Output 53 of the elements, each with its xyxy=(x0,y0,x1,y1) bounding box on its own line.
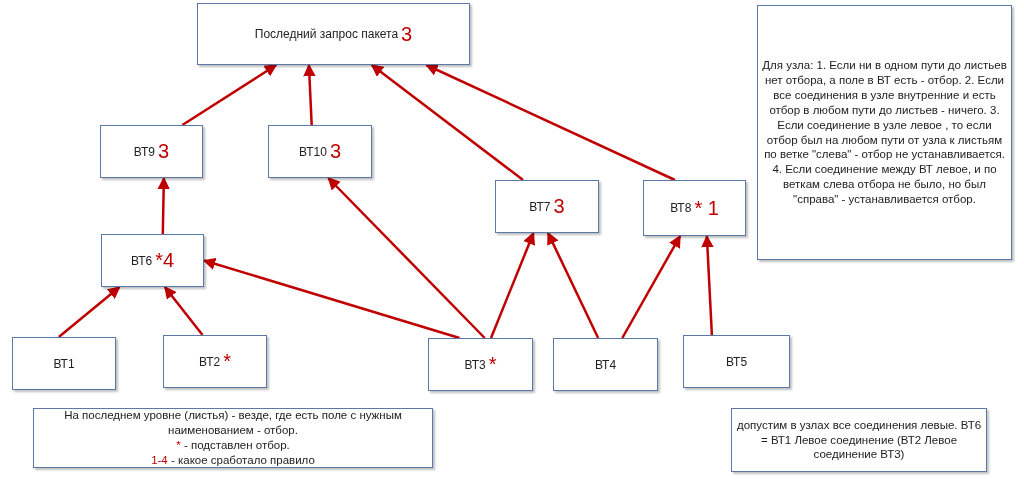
arrow xyxy=(327,177,486,339)
process-box xyxy=(101,234,204,287)
note-text: допустим в узлах все соединения левые. ВТ6 = ВТ1 Левое соединение (ВТ2 Левое соединение ВТ3) xyxy=(736,417,982,463)
arrow xyxy=(621,234,682,339)
arrow xyxy=(181,63,278,127)
legend-mark: * xyxy=(176,439,181,451)
note-text: Для узла: 1. Если ни в одном пути до листьев нет отбора, а поле в ВТ есть - отбор. 2. Если все соединения в узле внутренние и есть отбор в любом пути до листьев - ничего. 3. Если соединение в узле левое , то если отбор был на любом пути от узла к листьям по ветке "слева" - отбор не устанавливается. 4. Если соединение между ВТ левое, и по веткам слева отбора не было, но был "справа" - устанавливается отбор. xyxy=(762,57,1007,208)
arrow xyxy=(370,64,524,181)
process-box xyxy=(100,125,203,178)
arrow xyxy=(701,234,714,336)
legend-text: - какое сработало правило xyxy=(170,453,315,466)
node-label: ВТ9 xyxy=(133,144,156,159)
node-label: ВТ1 xyxy=(53,356,75,371)
node-label: ВТ6 xyxy=(130,253,153,268)
note-text: На последнем уровне (листья) - везде, где есть поле с нужным наименованием - отбор. xyxy=(63,408,403,438)
node-label: ВТ10 xyxy=(299,144,327,159)
process-box xyxy=(643,180,746,236)
rule-mark: 3 xyxy=(158,140,170,163)
node-label: Последний запрос пакета xyxy=(254,27,399,41)
note-box xyxy=(33,408,433,468)
arrow xyxy=(489,231,536,339)
legend-mark: 1-4 xyxy=(151,453,168,466)
process-box xyxy=(12,337,116,390)
title-box xyxy=(197,3,470,65)
rules-box xyxy=(757,5,1012,260)
arrow xyxy=(425,63,676,182)
arrow xyxy=(163,286,204,336)
rule-mark: 3 xyxy=(329,140,341,163)
rule-mark: 3 xyxy=(401,22,413,46)
process-box xyxy=(683,335,790,388)
arrow xyxy=(202,257,460,340)
rule-mark: * xyxy=(488,353,497,376)
arrow xyxy=(157,176,170,235)
legend-text: - подставлен отбор. xyxy=(183,439,290,451)
arrow xyxy=(303,63,316,126)
node-label: ВТ3 xyxy=(464,357,486,372)
process-box xyxy=(268,125,372,178)
node-label: ВТ2 xyxy=(199,354,221,369)
node-label: ВТ5 xyxy=(725,354,748,369)
process-box xyxy=(163,335,267,388)
process-box xyxy=(553,338,658,391)
node-label: ВТ4 xyxy=(594,357,617,372)
node-label: ВТ8 xyxy=(670,201,692,215)
rule-mark: * xyxy=(223,350,231,373)
node-label: ВТ7 xyxy=(529,199,551,214)
process-box xyxy=(495,180,599,233)
note-box xyxy=(731,408,987,472)
rule-mark: *4 xyxy=(155,249,175,272)
rule-mark: 3 xyxy=(553,195,565,218)
arrow xyxy=(58,286,121,338)
process-box xyxy=(428,338,533,391)
arrow xyxy=(546,231,600,339)
rule-mark: * 1 xyxy=(694,196,719,220)
